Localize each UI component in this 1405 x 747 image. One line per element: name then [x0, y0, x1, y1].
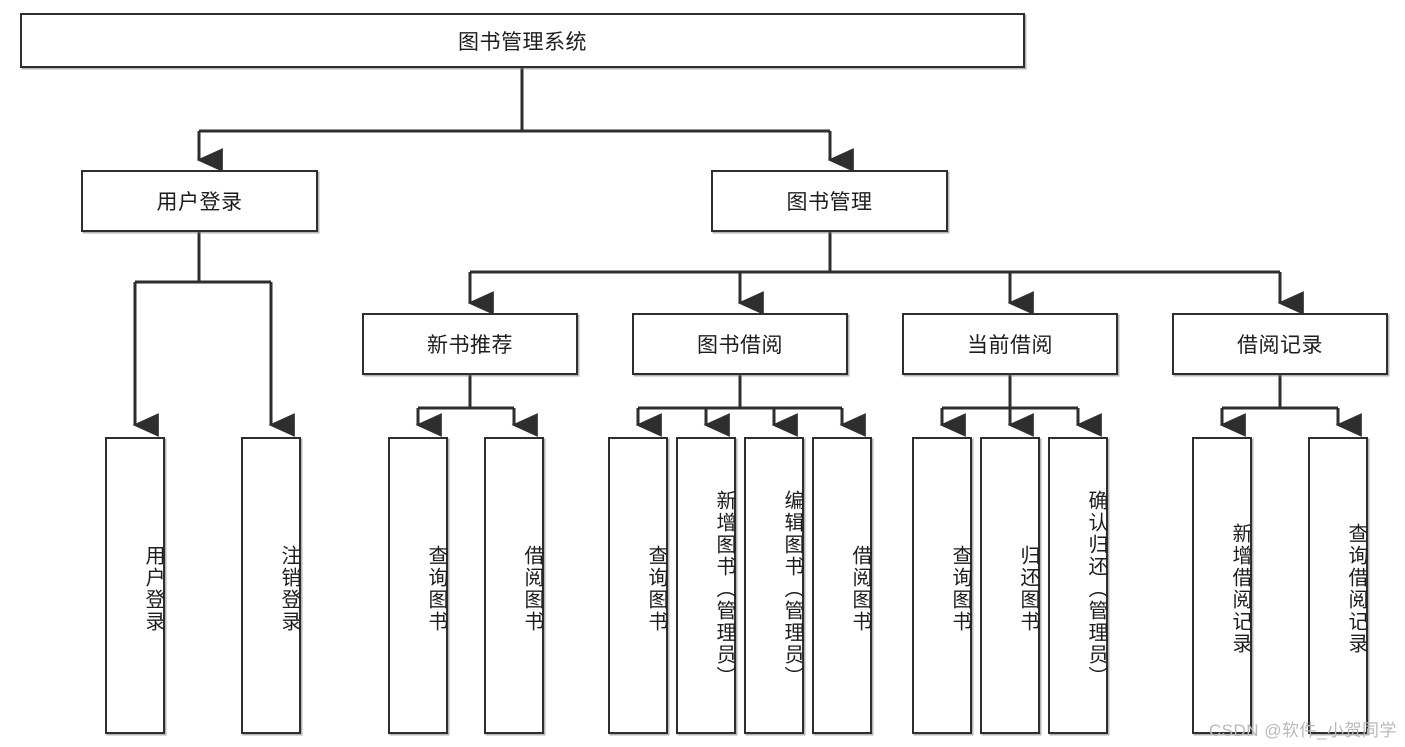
- node-leaf-logout[interactable]: 注销登录: [241, 437, 301, 734]
- node-borrow-record[interactable]: 借阅记录: [1172, 313, 1388, 375]
- node-leaf-query-book-3[interactable]: 查询图书: [912, 437, 972, 734]
- node-leaf-confirm-return-label: 确认归还（管理员）: [1085, 489, 1107, 688]
- node-user-login[interactable]: 用户登录: [81, 170, 318, 232]
- node-current-borrow-label: 当前借阅: [967, 334, 1053, 357]
- node-leaf-user-login-label: 用户登录: [142, 544, 164, 633]
- node-leaf-query-book-1-label: 查询图书: [425, 544, 447, 633]
- node-leaf-add-record[interactable]: 新增借阅记录: [1192, 437, 1252, 734]
- node-borrow-record-label: 借阅记录: [1237, 334, 1323, 357]
- node-book-manage-label: 图书管理: [786, 191, 873, 214]
- node-leaf-add-book[interactable]: 新增图书（管理员）: [676, 437, 736, 734]
- node-leaf-return-book[interactable]: 归还图书: [980, 437, 1040, 734]
- node-leaf-user-login[interactable]: 用户登录: [105, 437, 165, 734]
- node-leaf-query-book-2[interactable]: 查询图书: [608, 437, 668, 734]
- node-leaf-edit-book[interactable]: 编辑图书（管理员）: [744, 437, 804, 734]
- node-leaf-add-record-label: 新增借阅记录: [1229, 522, 1251, 655]
- node-current-borrow[interactable]: 当前借阅: [902, 313, 1118, 375]
- node-leaf-query-book-3-label: 查询图书: [949, 544, 971, 633]
- node-user-login-label: 用户登录: [156, 191, 243, 214]
- node-leaf-borrow-book-1-label: 借阅图书: [521, 544, 543, 633]
- node-new-book-rec-label: 新书推荐: [427, 334, 513, 357]
- node-leaf-add-book-label: 新增图书（管理员）: [713, 489, 735, 688]
- node-book-borrow-label: 图书借阅: [697, 334, 783, 357]
- node-book-manage[interactable]: 图书管理: [711, 170, 948, 232]
- node-leaf-borrow-book-2[interactable]: 借阅图书: [812, 437, 872, 734]
- node-leaf-query-record-label: 查询借阅记录: [1345, 522, 1367, 655]
- node-root[interactable]: 图书管理系统: [20, 13, 1025, 68]
- node-new-book-rec[interactable]: 新书推荐: [362, 313, 578, 375]
- node-leaf-edit-book-label: 编辑图书（管理员）: [781, 489, 803, 688]
- watermark: CSDN @软件_小贺同学: [1208, 721, 1397, 740]
- node-leaf-confirm-return[interactable]: 确认归还（管理员）: [1048, 437, 1108, 734]
- node-book-borrow[interactable]: 图书借阅: [632, 313, 848, 375]
- node-leaf-return-book-label: 归还图书: [1017, 544, 1039, 633]
- node-leaf-borrow-book-2-label: 借阅图书: [849, 544, 871, 633]
- node-leaf-query-record[interactable]: 查询借阅记录: [1308, 437, 1368, 734]
- node-leaf-logout-label: 注销登录: [278, 544, 300, 633]
- node-leaf-query-book-2-label: 查询图书: [645, 544, 667, 633]
- node-leaf-query-book-1[interactable]: 查询图书: [388, 437, 448, 734]
- node-root-label: 图书管理系统: [458, 30, 587, 54]
- node-leaf-borrow-book-1[interactable]: 借阅图书: [484, 437, 544, 734]
